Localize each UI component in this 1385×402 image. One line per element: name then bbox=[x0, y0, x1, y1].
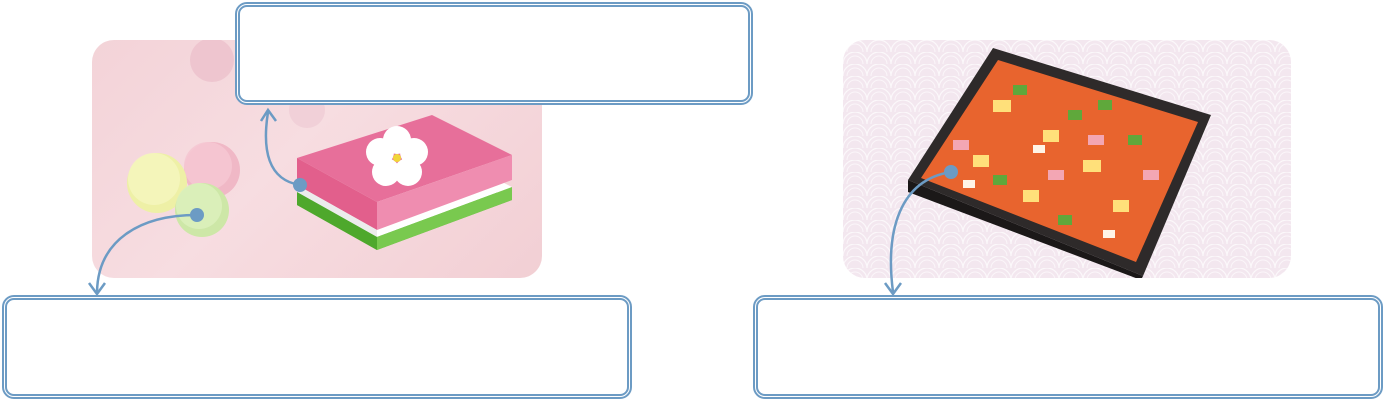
label-box-hishimochi[interactable] bbox=[235, 2, 753, 105]
chirashi-sushi-photo bbox=[843, 40, 1291, 278]
label-box-hina-arare[interactable] bbox=[2, 295, 632, 399]
label-box-chirashi-sushi[interactable] bbox=[753, 295, 1383, 399]
hishimochi-and-hina-arare-icon bbox=[127, 40, 512, 250]
chirashi-sushi-box-icon bbox=[843, 40, 1291, 278]
